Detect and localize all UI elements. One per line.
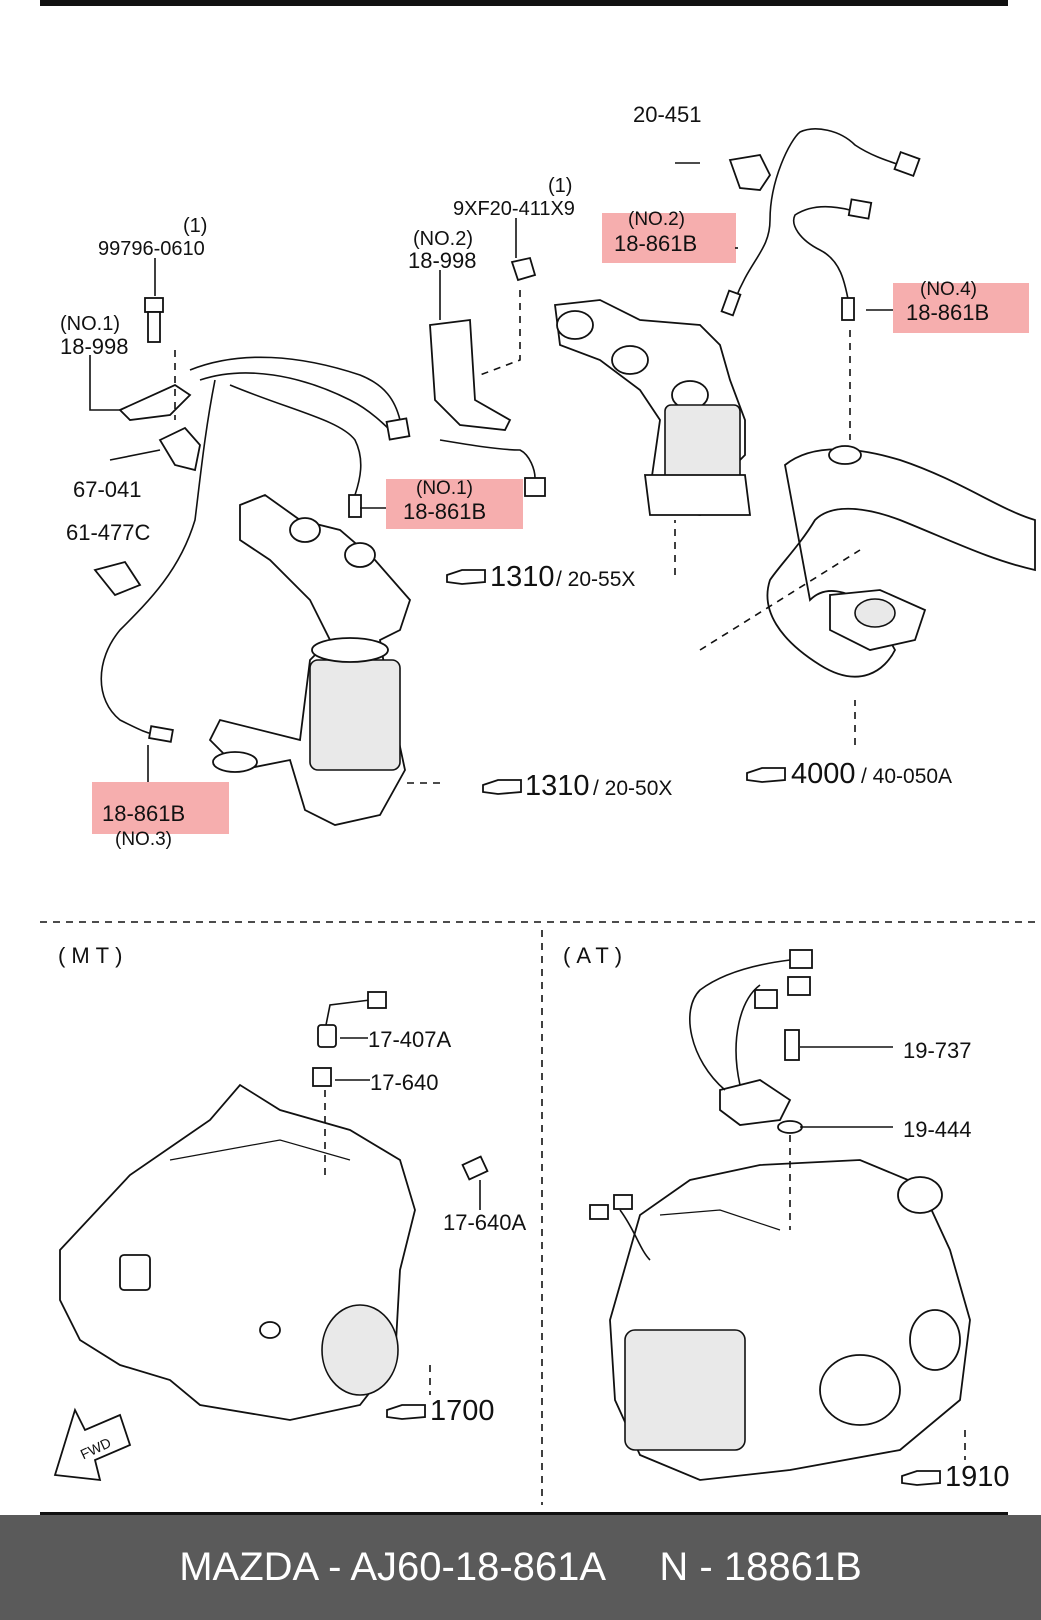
label-no3-sensor: (NO.3) xyxy=(115,829,172,850)
switch-17-640 xyxy=(312,991,489,1181)
label-61-477c: 61-477C xyxy=(66,520,151,545)
highlight-no1 xyxy=(386,479,523,529)
sensor-wiring-upper-left xyxy=(100,356,546,743)
pointing-hand-icon xyxy=(386,569,941,1486)
automatic-transaxle xyxy=(609,1159,971,1481)
front-exhaust-manifold xyxy=(553,299,752,516)
label-no2-sensor: (NO.2) xyxy=(628,209,685,230)
label-9xf20: 9XF20-411X9 xyxy=(453,198,575,220)
ref-4000: 4000 xyxy=(791,758,856,790)
footer-part-numbers: MAZDA - AJ60-18-861A N - 18861B xyxy=(179,1545,862,1589)
ref-1910: 1910 xyxy=(945,1461,1010,1493)
ref-1310-rear: 1310 xyxy=(525,770,590,802)
label-67-041: 67-041 xyxy=(73,477,142,502)
label-18-998-left: 18-998 xyxy=(60,334,129,359)
manual-transaxle xyxy=(59,1083,416,1421)
label-17-640a: 17-640A xyxy=(443,1210,527,1235)
label-18-861b-no3: 18-861B xyxy=(102,801,185,826)
highlight-no2 xyxy=(602,213,736,263)
label-17-407a: 17-407A xyxy=(368,1027,452,1052)
clip-67-041 xyxy=(158,426,201,472)
footer-bar: MAZDA - AJ60-18-861A N - 18861B xyxy=(0,1515,1041,1620)
label-99796-qty: (1) xyxy=(183,215,207,237)
fwd-arrow-icon xyxy=(53,1407,132,1482)
label-no2-bracket: (NO.2) xyxy=(413,228,473,250)
label-17-640: 17-640 xyxy=(370,1070,439,1095)
sensor-wiring-upper-right xyxy=(720,128,921,321)
rear-exhaust-manifold xyxy=(208,493,412,826)
label-19-444: 19-444 xyxy=(903,1117,972,1142)
nut-9xf20 xyxy=(510,256,537,282)
ref-20-50x: / 20-50X xyxy=(593,777,672,800)
label-no1-sensor: (NO.1) xyxy=(416,478,473,499)
ref-1310-front: 1310 xyxy=(490,561,555,593)
bracket-no2-18-998 xyxy=(429,318,512,431)
label-mt: (MT) xyxy=(58,943,128,968)
label-18-861b-no4: 18-861B xyxy=(906,300,989,325)
label-20-451: 20-451 xyxy=(633,102,702,127)
label-no4-sensor: (NO.4) xyxy=(920,279,977,300)
label-9xf20-qty: (1) xyxy=(548,175,572,197)
label-19-737: 19-737 xyxy=(903,1038,972,1063)
clip-20-451 xyxy=(728,154,772,191)
bottom-border xyxy=(40,1512,1008,1515)
ref-20-55x: / 20-55X xyxy=(556,568,635,591)
bracket-no1-18-998 xyxy=(118,383,192,421)
highlight-no4 xyxy=(893,283,1029,333)
front-pipe xyxy=(766,445,1036,678)
label-18-998-top: 18-998 xyxy=(408,248,477,273)
ref-40-050a: / 40-050A xyxy=(861,765,952,788)
label-18-861b-no2: 18-861B xyxy=(614,231,697,256)
label-at: (AT) xyxy=(563,943,628,968)
label-99796-0610: 99796-0610 xyxy=(98,238,205,260)
sensor-19-444 xyxy=(689,949,813,1134)
clip-61-477c xyxy=(93,560,142,597)
label-18-861b-no1: 18-861B xyxy=(403,499,486,524)
top-border xyxy=(40,0,1008,6)
connector-left-at xyxy=(589,1194,651,1261)
highlight-no3 xyxy=(92,782,229,834)
bolt-99796 xyxy=(144,297,164,343)
parts-diagram: 20-451 (1) 9XF20-411X9 (NO.2) 18-998 (1)… xyxy=(40,0,1040,1515)
label-no1-bracket: (NO.1) xyxy=(60,313,120,335)
ref-1700: 1700 xyxy=(430,1395,495,1427)
